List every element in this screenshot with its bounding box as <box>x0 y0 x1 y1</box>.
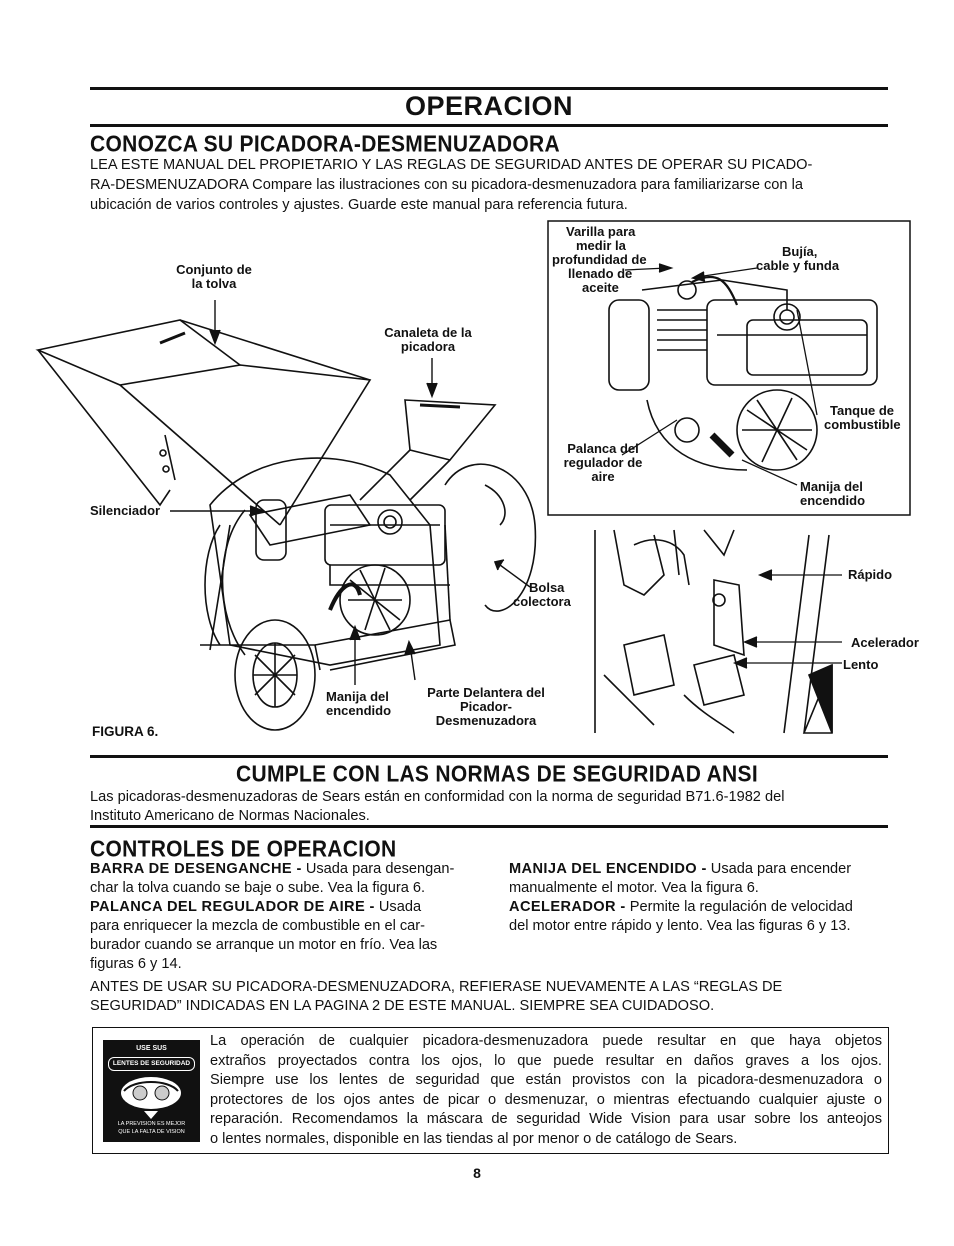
safety-text: La operación de cualquier picadora-desme… <box>210 1033 882 1147</box>
goggles-icon <box>121 1077 181 1119</box>
intro-line-1: LEA ESTE MANUAL DEL PROPIETARIO Y LAS RE… <box>90 157 813 173</box>
label-acelerador: Acelerador <box>851 635 919 650</box>
badge-top-text: USE SUS <box>136 1045 167 1052</box>
manija-encendido: MANIJA DEL ENCENDIDO - Usada para encend… <box>509 861 852 896</box>
label-rapido: Rápido <box>848 567 893 582</box>
ansi-line-1: Las picadoras-desmenuzadoras de Sears es… <box>90 789 785 805</box>
ansi-line-2: Instituto Americano de Normas Nacionales… <box>90 808 370 824</box>
badge-middle-text: LENTES DE SEGURIDAD <box>108 1057 195 1071</box>
warning-line-2: SEGURIDAD” INDICADAS EN LA PAGINA 2 DE E… <box>90 998 715 1014</box>
palanca-regulador: PALANCA DEL REGULADOR DE AIRE - Usada pa… <box>90 899 438 972</box>
intro-line-2: RA-DESMENUZADORA Compare las ilustracion… <box>90 177 803 193</box>
intro-line-3: ubicación de varios controles y ajustes.… <box>90 197 628 213</box>
page-number: 8 <box>473 1165 481 1181</box>
page-title: OPERACION <box>404 91 574 121</box>
barra-desenganche: BARRA DE DESENGANCHE - Usada para deseng… <box>90 861 455 896</box>
label-silenciador: Silenciador <box>90 503 161 518</box>
engine-inset-illustration <box>547 220 911 516</box>
chipper-illustration <box>35 300 537 731</box>
warning-line-1: ANTES DE USAR SU PICADORA-DESMENUZADORA,… <box>90 979 783 995</box>
section-heading-ansi: CUMPLE CON LAS NORMAS DE SEGURIDAD ANSI <box>236 761 758 788</box>
section-heading-controles: CONTROLES DE OPERACION <box>90 836 397 863</box>
top-rule <box>90 87 888 90</box>
label-varilla: Varilla para medir la profundidad de lle… <box>552 224 647 295</box>
throttle-inset-illustration <box>594 529 842 734</box>
figure-caption: FIGURA 6. <box>92 724 159 739</box>
safety-box: USE SUS LENTES DE SEGURIDAD LA PREVISION… <box>92 1027 889 1154</box>
badge-bottom-text-1: LA PREVISION ES MEJOR <box>117 1121 186 1127</box>
acelerador: ACELERADOR - Permite la regulación de ve… <box>509 899 853 934</box>
section2-top-rule <box>90 755 888 758</box>
label-bujia: Bujía,cable y funda <box>756 244 840 273</box>
safety-glasses-badge: USE SUS LENTES DE SEGURIDAD LA PREVISION… <box>103 1040 200 1142</box>
label-lento: Lento <box>843 657 879 672</box>
title-underline <box>90 124 888 127</box>
section-heading-conozca: CONOZCA SU PICADORA-DESMENUZADORA <box>90 131 560 158</box>
section2-bottom-rule <box>90 825 888 828</box>
badge-bottom-text-2: QUE LA FALTA DE VISION <box>118 1129 185 1135</box>
